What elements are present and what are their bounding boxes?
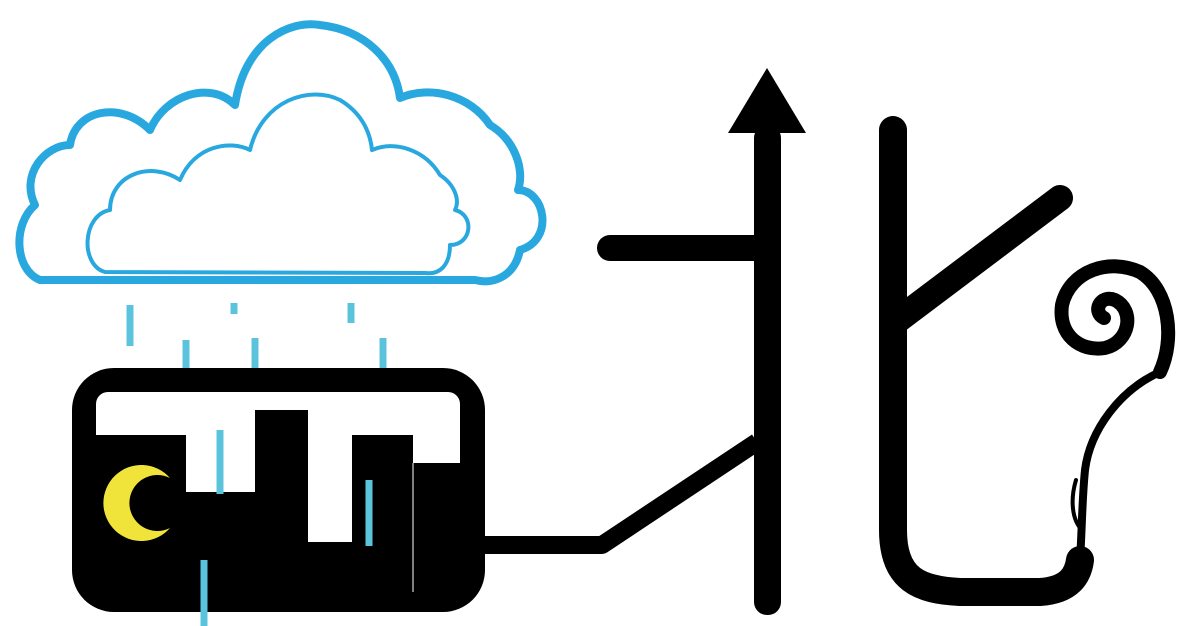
- moon-icon: [103, 465, 170, 541]
- character-stroke-icon: [879, 116, 1176, 606]
- north-arrow-icon: [597, 68, 806, 615]
- rain-drops-lower-icon: [200, 430, 373, 626]
- connector-line: [485, 434, 762, 554]
- cloud-inner-icon: [85, 92, 471, 276]
- cloud-outer-icon: [15, 20, 547, 286]
- city-skyline-icon: [72, 368, 485, 612]
